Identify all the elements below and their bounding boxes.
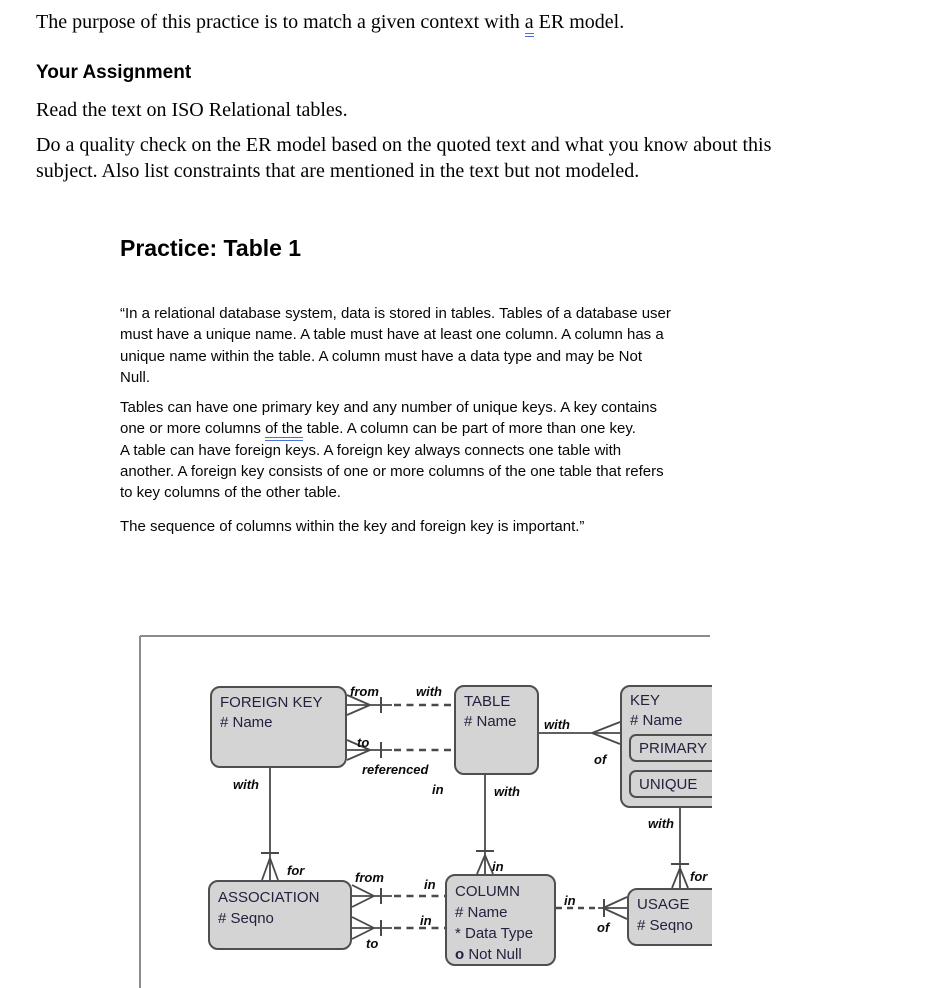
crow-foot-col-usage — [602, 896, 628, 920]
subtype-primary: PRIMARY — [629, 734, 712, 762]
entity-attribute: # Name — [630, 712, 683, 729]
entity-foreign-key: FOREIGN KEY # Name — [210, 686, 347, 768]
er-diagram: FOREIGN KEY # Name TABLE # Name KEY # Na… — [0, 630, 712, 988]
optional-attribute-marker: o — [455, 946, 465, 963]
intro-text-before: The purpose of this practice is to match… — [36, 11, 525, 33]
rel-label-fk-to: to — [357, 735, 370, 750]
rel-label-col-usage-in: in — [564, 893, 576, 908]
practice-heading: Practice: Table 1 — [120, 235, 302, 261]
rel-label-fk-to-referenced: referenced — [362, 762, 429, 777]
entity-attribute: * Data Type — [455, 925, 534, 942]
rel-label-fk-assoc-for: for — [287, 863, 305, 878]
entity-usage: USAGE # Seqno — [627, 888, 712, 946]
rel-label-assoc-from-in: in — [424, 877, 436, 892]
entity-association: ASSOCIATION # Seqno — [208, 880, 352, 950]
entity-attribute: # Seqno — [637, 917, 693, 934]
rel-label-assoc-to-in: in — [420, 913, 432, 928]
entity-name: COLUMN — [455, 883, 521, 900]
crow-foot-fk-from — [346, 694, 371, 716]
rel-label-assoc-to: to — [366, 936, 379, 951]
crow-foot-fk-assoc — [261, 857, 279, 881]
practice-section: Practice: Table 1 “In a relational datab… — [120, 234, 780, 537]
rel-label-assoc-from: from — [355, 870, 384, 885]
rel-label-key-usage-for: for — [690, 869, 708, 884]
grammar-underlined-phrase: of the — [265, 420, 303, 442]
entity-name: TABLE — [464, 693, 511, 710]
rel-label-fk-to-in: in — [432, 782, 444, 797]
crow-foot-assoc-to — [351, 916, 375, 940]
entity-name: FOREIGN KEY — [220, 694, 323, 711]
quote-paragraph-1: “In a relational database system, data i… — [120, 305, 671, 386]
rel-label-fk-from: from — [350, 684, 379, 699]
entity-attribute: o Not Null — [455, 944, 554, 965]
crow-foot-fk-to — [346, 739, 371, 761]
attribute-label: Not Null — [468, 946, 522, 963]
crow-foot-table-key — [591, 721, 621, 745]
intro-text-after: ER model. — [533, 11, 625, 33]
quote-p2-part1: Tables can have one primary key and any … — [120, 399, 657, 438]
subtype-unique: UNIQUE — [629, 770, 712, 798]
relationship-lines-svg — [139, 635, 710, 988]
assignment-paragraph-2: Do a quality check on the ER model based… — [36, 134, 772, 182]
quote-paragraph-2: Tables can have one primary key and any … — [120, 397, 780, 503]
entity-attribute: # Seqno — [218, 910, 274, 927]
crow-foot-key-usage — [671, 867, 689, 889]
entity-name: KEY — [630, 692, 661, 709]
rel-label-fk-assoc-with: with — [233, 777, 259, 792]
quote-p2-part2: table. A column can be part of more than… — [120, 420, 664, 502]
rel-label-col-usage-of: of — [597, 920, 610, 935]
rel-label-table-col-with: with — [494, 784, 520, 799]
entity-name: USAGE — [637, 896, 690, 913]
entity-attribute: # Name — [220, 714, 273, 731]
diagram-frame — [139, 635, 710, 988]
entity-attribute: # Name — [455, 904, 508, 921]
entity-attribute: # Name — [464, 713, 517, 730]
crow-foot-table-col — [476, 854, 494, 875]
entity-name: ASSOCIATION — [218, 889, 320, 906]
grammar-underlined-word: a — [524, 11, 534, 37]
rel-label-fk-from-with: with — [416, 684, 442, 699]
assignment-heading: Your Assignment — [36, 62, 192, 83]
rel-label-table-key-of: of — [594, 752, 607, 767]
rel-label-key-usage-with: with — [648, 816, 674, 831]
entity-column: COLUMN # Name * Data Type o Not Null — [445, 874, 556, 966]
entity-table: TABLE # Name — [454, 685, 539, 775]
quote-paragraph-3: The sequence of columns within the key a… — [120, 517, 585, 535]
rel-label-table-key-with: with — [544, 717, 570, 732]
assignment-paragraph-1: Read the text on ISO Relational tables. — [36, 99, 348, 121]
intro-paragraph: The purpose of this practice is to match… — [36, 9, 932, 37]
crow-foot-assoc-from — [351, 884, 375, 908]
entity-key: KEY # Name PRIMARY UNIQUE — [620, 685, 712, 808]
rel-label-table-col-in: in — [492, 859, 504, 874]
